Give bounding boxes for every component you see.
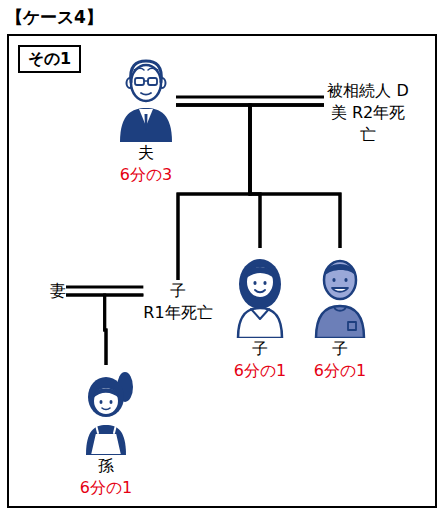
section-tag: その1 — [18, 45, 81, 73]
descent-line — [250, 105, 324, 248]
node-label: 子 — [332, 338, 348, 360]
descent-line — [176, 105, 260, 248]
person-wife: 妻 — [50, 280, 66, 302]
node-label: 夫 — [138, 142, 154, 164]
connector-stroke — [66, 286, 143, 289]
descent-line — [66, 295, 106, 365]
node-label: 孫 — [98, 455, 114, 477]
node-label: R1年死亡 — [143, 302, 212, 324]
diagram-title: 【ケース4】 — [6, 6, 103, 29]
node-label: 被相続人 D美 R2年死亡 — [324, 80, 412, 146]
deceased-label: 被相続人 D美 R2年死亡 — [324, 80, 412, 146]
connector-stroke — [176, 105, 340, 248]
person-grandchild: 孫6分の1 — [76, 365, 136, 499]
descent-line — [176, 105, 340, 248]
connector-stroke — [250, 105, 324, 248]
person-illustration — [76, 365, 136, 455]
descent-line — [105, 295, 144, 365]
person-child-deceased: 子R1年死亡 — [143, 280, 212, 324]
node-label: 子 — [252, 338, 268, 360]
share-fraction: 6分の3 — [120, 164, 172, 186]
person-illustration — [310, 248, 370, 338]
share-fraction: 6分の1 — [314, 360, 366, 382]
share-fraction: 6分の1 — [80, 477, 132, 499]
connector-stroke — [105, 295, 144, 365]
connector-stroke — [176, 96, 324, 99]
node-label: 子 — [170, 280, 186, 302]
outer-frame — [8, 35, 436, 507]
person-child: 子6分の1 — [230, 248, 290, 382]
connector-stroke — [250, 105, 340, 248]
person-illustration — [116, 52, 176, 142]
person-child: 子6分の1 — [310, 248, 370, 382]
share-fraction: 6分の1 — [234, 360, 286, 382]
connector-stroke — [66, 295, 106, 365]
node-label: 妻 — [50, 280, 66, 302]
node-label: その1 — [28, 48, 71, 70]
descent-line — [250, 105, 340, 248]
connector-stroke — [176, 105, 260, 248]
person-husband: 夫6分の3 — [116, 52, 176, 186]
person-illustration — [230, 248, 290, 338]
